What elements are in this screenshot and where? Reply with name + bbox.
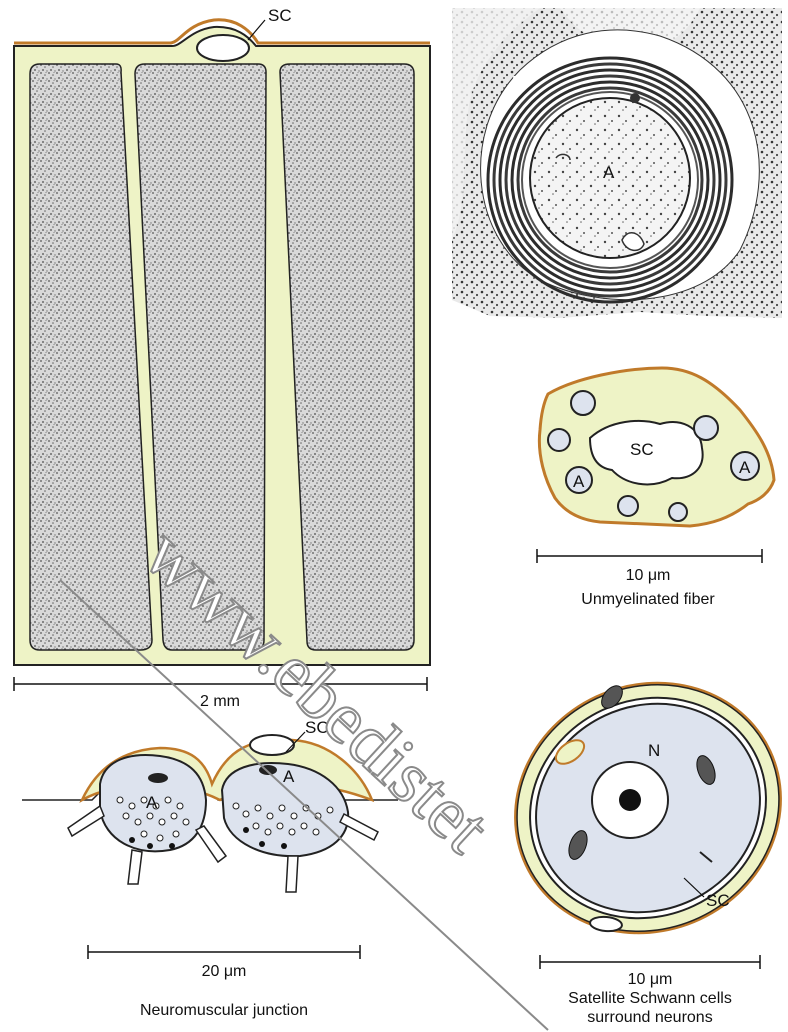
axon-label-nmj-1: A <box>146 793 158 812</box>
schwann-cell-nucleus-nmj <box>250 735 294 755</box>
axon-unmyelinated <box>548 429 570 451</box>
scale-label-20um: 20 μm <box>202 963 247 980</box>
sc-label-unmyelinated: SC <box>630 440 654 459</box>
caption-unmyelinated: Unmyelinated fiber <box>581 591 715 608</box>
axon-label-unmyelinated-1: A <box>573 472 585 491</box>
caption-nmj: Neuromuscular junction <box>140 1002 308 1019</box>
unmyelinated-fiber-panel: SC A A 10 μm Unmyelinated fiber <box>537 368 774 608</box>
axon-unmyelinated <box>694 416 718 440</box>
axon-unmyelinated <box>571 391 595 415</box>
axon-label-unmyelinated-2: A <box>739 458 751 477</box>
nucleus-label: N <box>648 741 660 760</box>
sc-label-satellite: SC <box>706 891 730 910</box>
axon-unmyelinated <box>669 503 687 521</box>
scale-label-2mm: 2 mm <box>200 693 240 710</box>
axon-label-micrograph: A <box>603 163 615 182</box>
scale-label-10um-a: 10 μm <box>626 567 671 584</box>
myelin-label: m <box>512 70 527 89</box>
nucleolus <box>619 789 641 811</box>
axon-unmyelinated <box>618 496 638 516</box>
caption-satellite-line2: surround neurons <box>587 1009 712 1026</box>
caption-satellite-line1: Satellite Schwann cells <box>568 990 732 1007</box>
axon-label-nmj-2: A <box>283 767 295 786</box>
satellite-cell-panel: N SC 10 μm Satellite Schwann cells surro… <box>472 638 788 1026</box>
schwann-cell-nucleus <box>197 35 249 61</box>
sc-label-top-left: SC <box>268 6 292 25</box>
micrograph-panel: m A <box>452 8 782 318</box>
scale-label-10um-b: 10 μm <box>628 971 673 988</box>
